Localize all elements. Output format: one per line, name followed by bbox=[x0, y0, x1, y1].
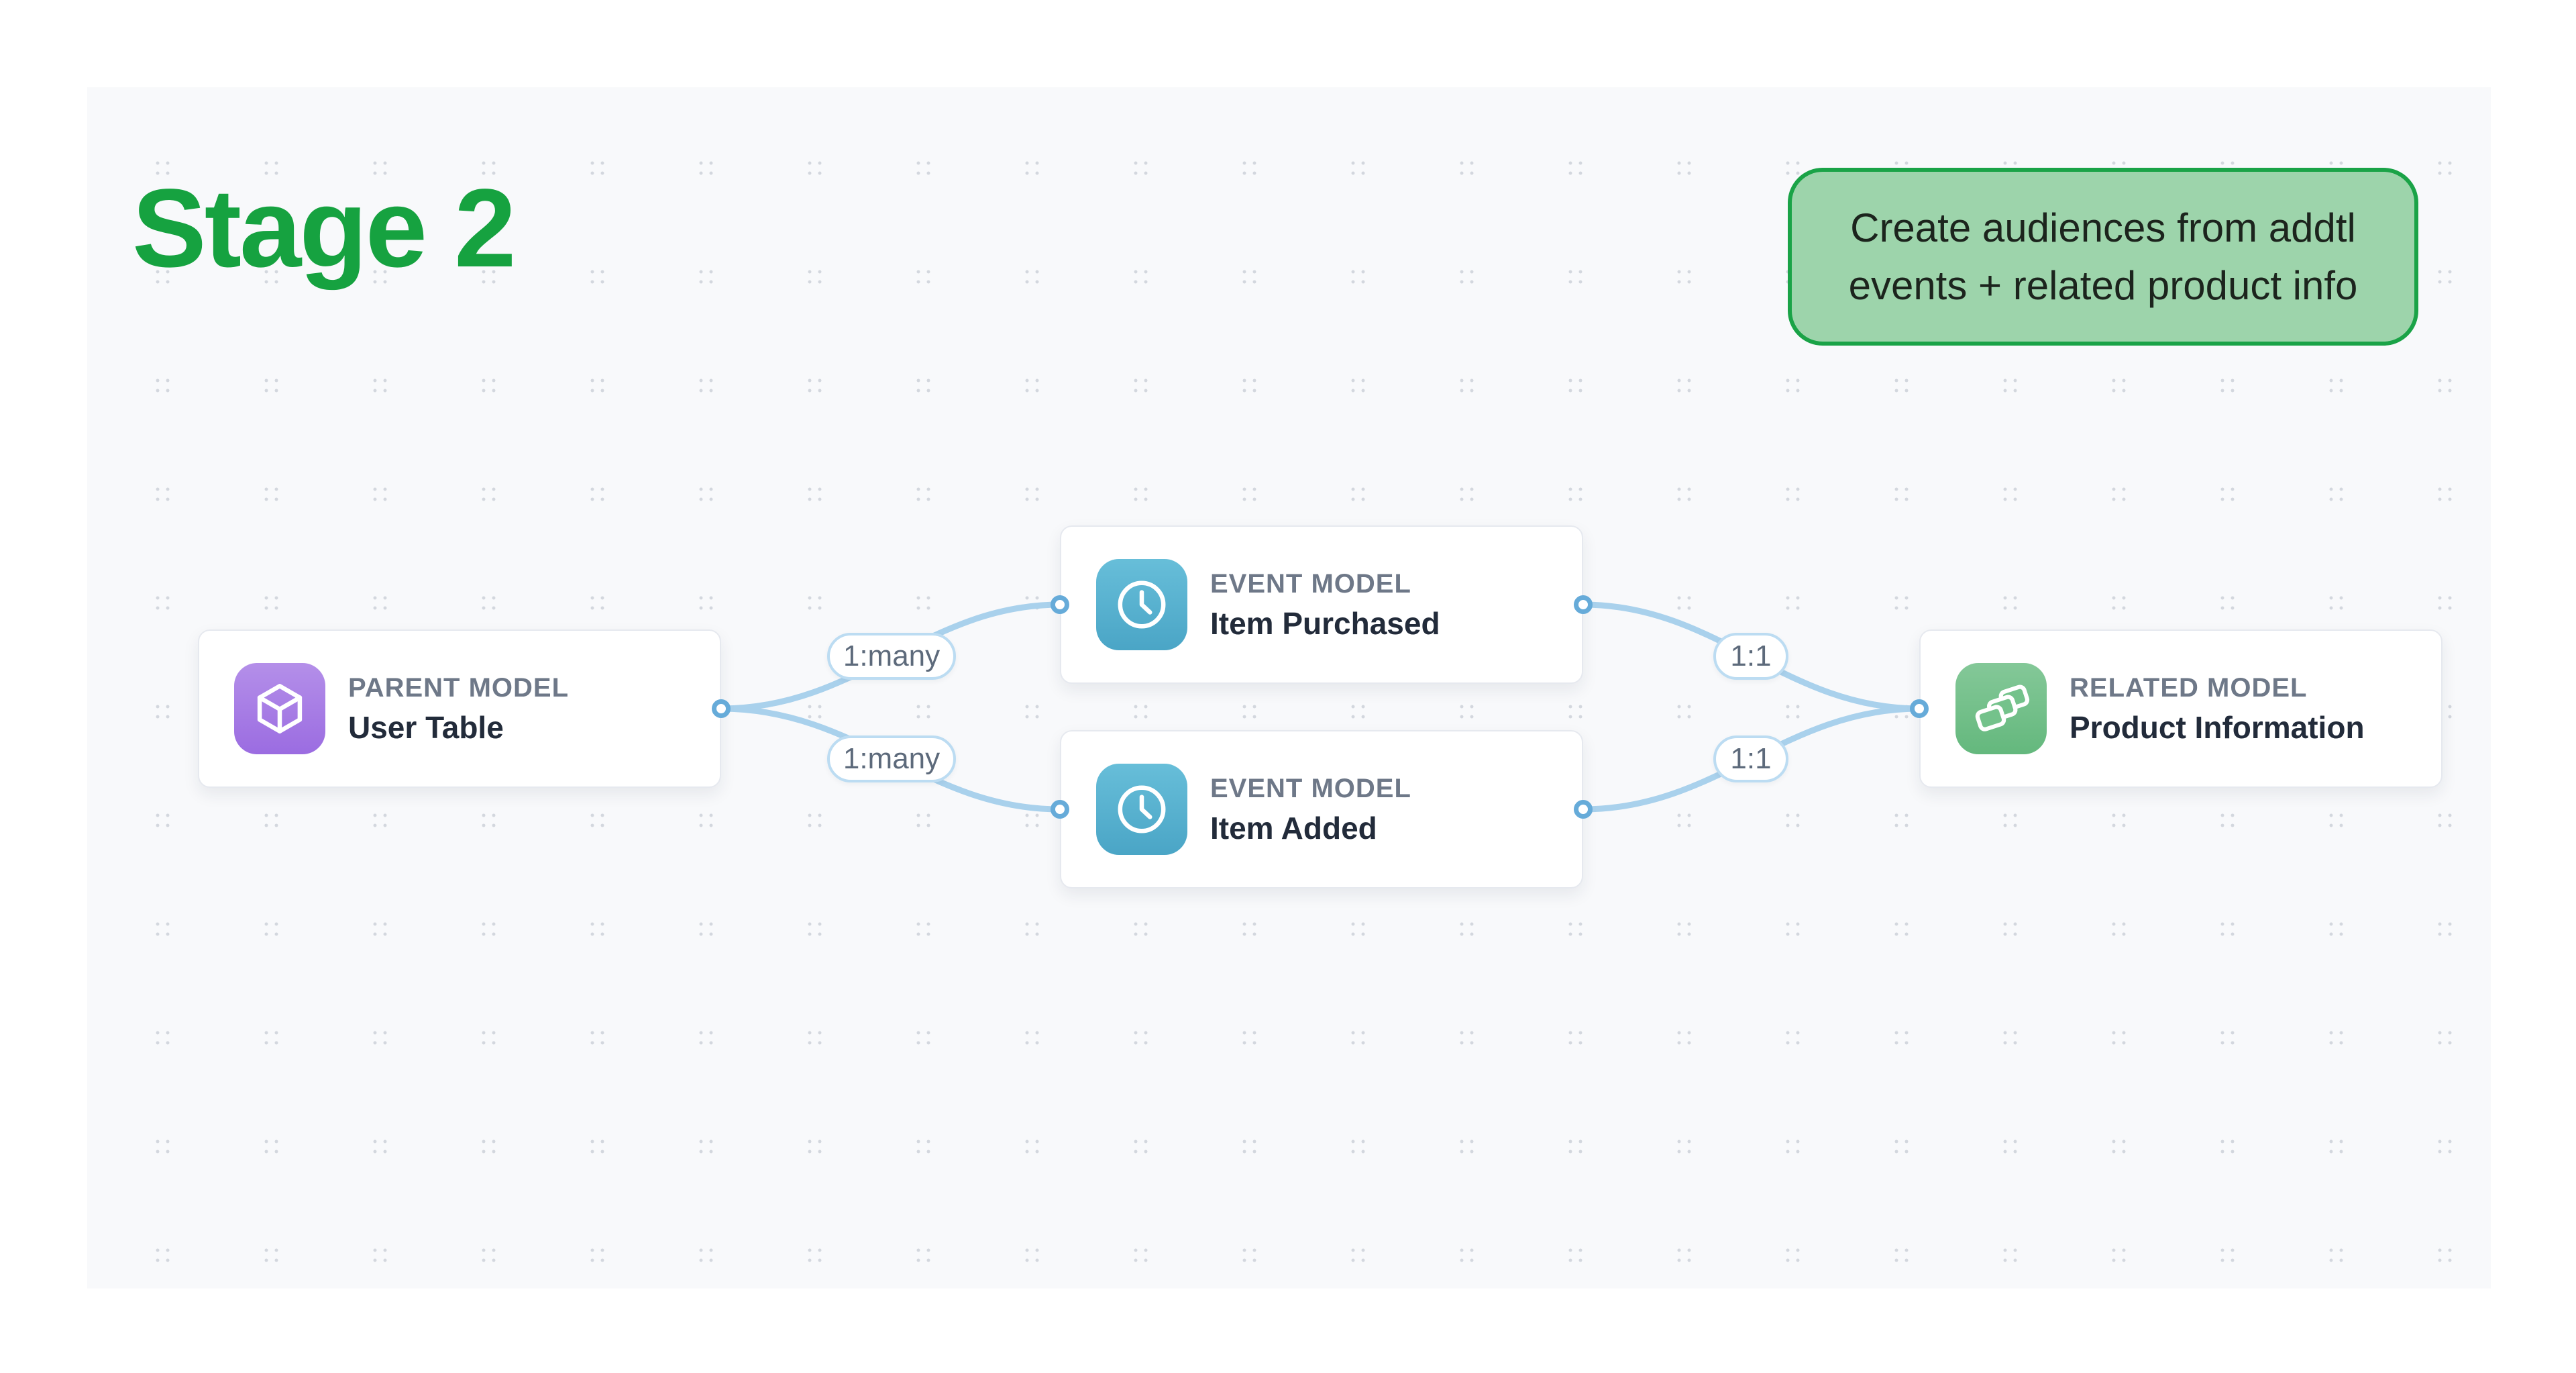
cube-icon bbox=[234, 663, 325, 754]
node-type-label: RELATED MODEL bbox=[2070, 673, 2308, 703]
relationship-label-1-many[interactable]: 1:many bbox=[827, 633, 956, 680]
node-type-label: PARENT MODEL bbox=[348, 673, 570, 703]
node-parent-model[interactable]: PARENT MODEL User Table bbox=[198, 629, 721, 788]
diagram-canvas[interactable]: Stage 2 Create audiences from addtl even… bbox=[87, 87, 2491, 1288]
layers-icon bbox=[1955, 663, 2047, 754]
handle-item-purchased-left[interactable] bbox=[1051, 595, 1069, 614]
node-event-model-item-purchased[interactable]: EVENT MODEL Item Purchased bbox=[1060, 525, 1583, 684]
node-name: Product Information bbox=[2070, 710, 2365, 745]
node-name: User Table bbox=[348, 710, 504, 745]
relationship-label-1-1[interactable]: 1:1 bbox=[1713, 633, 1788, 680]
handle-related-left[interactable] bbox=[1910, 699, 1929, 718]
node-type-label: EVENT MODEL bbox=[1210, 774, 1411, 803]
relationship-label-1-many[interactable]: 1:many bbox=[827, 735, 956, 782]
handle-item-added-right[interactable] bbox=[1574, 800, 1593, 819]
node-name: Item Added bbox=[1210, 811, 1377, 846]
handle-item-purchased-right[interactable] bbox=[1574, 595, 1593, 614]
node-event-model-item-added[interactable]: EVENT MODEL Item Added bbox=[1060, 730, 1583, 888]
handle-item-added-left[interactable] bbox=[1051, 800, 1069, 819]
relationship-label-1-1[interactable]: 1:1 bbox=[1713, 735, 1788, 782]
callout-note[interactable]: Create audiences from addtl events + rel… bbox=[1788, 168, 2418, 346]
node-name: Item Purchased bbox=[1210, 606, 1440, 641]
node-related-model[interactable]: RELATED MODEL Product Information bbox=[1919, 629, 2443, 788]
clock-icon bbox=[1096, 559, 1187, 650]
node-type-label: EVENT MODEL bbox=[1210, 569, 1411, 599]
handle-parent-right[interactable] bbox=[712, 699, 731, 718]
clock-icon bbox=[1096, 764, 1187, 855]
stage-title: Stage 2 bbox=[132, 166, 516, 291]
